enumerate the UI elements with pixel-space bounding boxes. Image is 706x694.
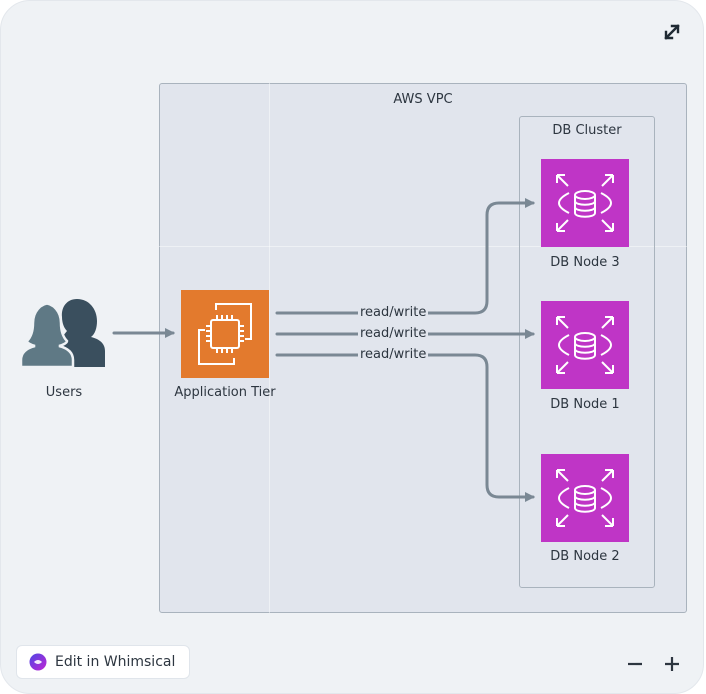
tile-seam: [269, 83, 270, 613]
ec2-instance-icon: [198, 303, 252, 365]
db-node-1[interactable]: [541, 301, 629, 389]
aurora-database-icon: [556, 316, 614, 374]
db-node-2[interactable]: [541, 454, 629, 542]
application-tier-node[interactable]: [181, 290, 269, 378]
edge-label: read/write: [358, 347, 429, 362]
users-icon: [21, 299, 105, 369]
aurora-database-icon: [556, 174, 614, 232]
edit-in-whimsical-button[interactable]: Edit in Whimsical: [16, 645, 191, 679]
vpc-label: AWS VPC: [393, 92, 453, 107]
db-cluster-group: DB Cluster: [519, 116, 655, 588]
edge-label: read/write: [358, 326, 429, 341]
edit-button-label: Edit in Whimsical: [55, 654, 176, 670]
whimsical-logo-icon: [29, 653, 47, 671]
aurora-database-icon: [556, 469, 614, 527]
zoom-out-icon[interactable]: [624, 653, 646, 675]
application-tier-label: Application Tier: [174, 385, 276, 400]
zoom-in-icon[interactable]: [661, 653, 683, 675]
db-node-3-label: DB Node 3: [550, 255, 620, 270]
db-node-1-label: DB Node 1: [550, 397, 620, 412]
db-node-3[interactable]: [541, 159, 629, 247]
cluster-label: DB Cluster: [552, 123, 622, 138]
expand-icon[interactable]: [661, 21, 683, 43]
edge-label: read/write: [358, 305, 429, 320]
users-label: Users: [45, 385, 83, 400]
db-node-2-label: DB Node 2: [550, 549, 620, 564]
